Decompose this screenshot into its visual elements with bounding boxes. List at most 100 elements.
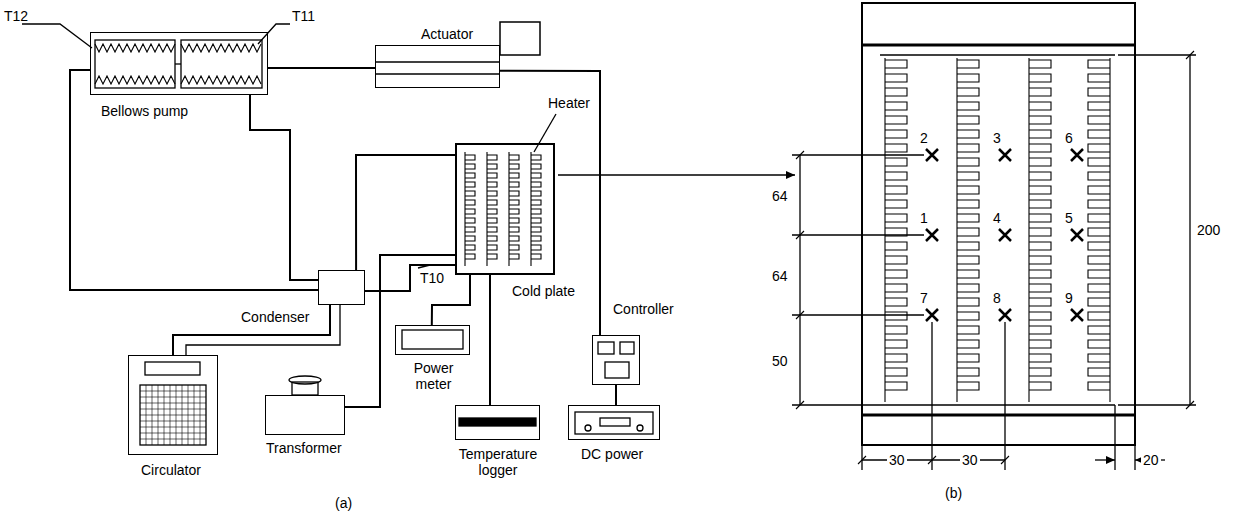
callout-label: (a) (335, 495, 352, 511)
tube-connector (268, 67, 375, 69)
dimension-label: 50 (772, 353, 788, 369)
leader-line (534, 114, 556, 152)
dimension-label: 1 (920, 210, 928, 226)
measurement-cross (999, 309, 1011, 321)
measurement-cross (999, 229, 1011, 241)
tube-connector (615, 385, 617, 405)
extension-line (792, 154, 924, 155)
measurement-cross (1071, 309, 1083, 321)
dimension-label: 30 (887, 452, 907, 468)
plate-band (862, 44, 1135, 47)
node-label: Actuator (421, 26, 473, 42)
measurement-cross (999, 149, 1011, 161)
dimension-tick (1186, 401, 1194, 409)
dimension-label: 3 (993, 130, 1001, 146)
dimension-tick (796, 401, 804, 409)
dimension-label: 2 (920, 130, 928, 146)
bellows-convolution (95, 76, 175, 84)
chip (598, 342, 614, 354)
bellows-body (95, 40, 175, 88)
logger-stripe (459, 418, 536, 426)
bellows-convolution (181, 44, 261, 52)
dimension-label: 4 (993, 210, 1001, 226)
dimension-label: 9 (1065, 290, 1073, 306)
transformer: Transformer (265, 395, 345, 435)
extension-line (1134, 445, 1135, 470)
dc-power-supply: DC power (568, 405, 660, 440)
bellows-rod (175, 63, 181, 64)
dimension-label: 30 (960, 452, 980, 468)
measurement-cross (926, 309, 938, 321)
tube-connector (70, 70, 318, 290)
dimension-tick (796, 311, 804, 319)
fin (885, 58, 907, 402)
extension-line (1004, 322, 1005, 470)
node-label: Cold plate (512, 283, 575, 299)
chip (605, 362, 629, 378)
dimension-line (1095, 459, 1115, 460)
fin (1029, 58, 1051, 402)
tube-connector (365, 265, 455, 291)
node-label: Controller (613, 301, 674, 317)
tube-connector (489, 275, 491, 405)
circulator: Circulator (128, 355, 218, 455)
node-label: Power meter (396, 360, 471, 392)
dimension-tick (928, 456, 936, 464)
display (145, 362, 200, 375)
chip (620, 342, 634, 354)
tube-connector (250, 95, 318, 280)
keypad-grid (140, 385, 206, 445)
supply-display (600, 418, 630, 426)
thermocouple-wire (22, 24, 92, 48)
dimension-label: 200 (1197, 222, 1220, 238)
dimension-label: 8 (993, 290, 1001, 306)
tube-connector (500, 71, 600, 335)
knob (585, 425, 591, 431)
callout-label: T10 (420, 270, 444, 286)
node-label: Condenser (241, 309, 310, 325)
measurement-cross (1071, 229, 1083, 241)
actuator-head (500, 22, 540, 55)
measurement-cross (1071, 149, 1083, 161)
power-meter: Power meter (395, 325, 470, 355)
heater-channel (465, 152, 475, 266)
dimension-tick (796, 231, 804, 239)
keypad (140, 385, 206, 445)
fin (957, 58, 979, 402)
temperature-logger: Temperature logger (455, 405, 540, 440)
measurement-cross (926, 229, 938, 241)
dimension-tick (1001, 456, 1009, 464)
cold-plate: Cold plate (455, 143, 555, 275)
extension-line (931, 322, 932, 470)
node-label: Bellows pump (101, 103, 188, 119)
bellows-pump: Bellows pump (90, 32, 268, 95)
tube-connector (173, 305, 330, 355)
hose (186, 305, 340, 355)
actuator-rod (375, 73, 500, 74)
detail-arrow (558, 174, 795, 176)
fin (1088, 58, 1110, 402)
condenser: Condenser (318, 270, 365, 305)
controller: Controller (592, 335, 640, 385)
dimension-label: 5 (1065, 210, 1073, 226)
supply-panel (575, 412, 653, 434)
fin-region (880, 54, 1115, 55)
extension-line (792, 314, 924, 315)
cold-plate-outline (862, 3, 1135, 445)
measurement-cross (926, 149, 938, 161)
thermocouple-wire (258, 24, 290, 44)
callout-label: (b) (945, 485, 962, 501)
meter-screen (402, 330, 463, 349)
fin-region (880, 404, 1115, 405)
dimension-tick (796, 151, 804, 159)
dimension-tick (858, 456, 866, 464)
heater-channel (509, 152, 519, 266)
extension-line (1118, 404, 1196, 405)
dimension-label: 6 (1065, 130, 1073, 146)
node-label: Circulator (141, 462, 201, 478)
heater-channel (531, 152, 541, 266)
dimension-label: 64 (772, 188, 788, 204)
knob (637, 425, 643, 431)
node-label: Transformer (266, 440, 342, 456)
